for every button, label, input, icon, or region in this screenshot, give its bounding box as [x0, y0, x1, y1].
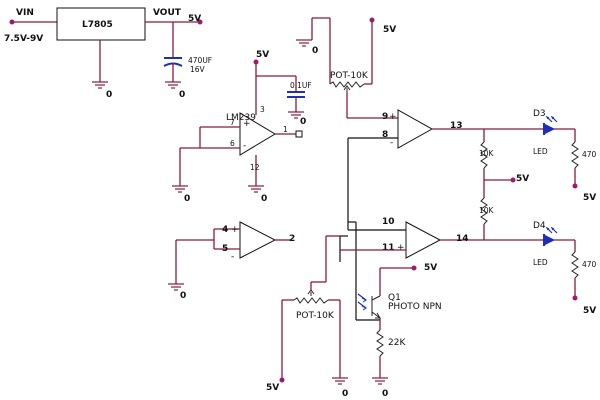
resistor-divider: 10K 5V 10K: [479, 129, 529, 240]
supply-5v-label: 5V: [516, 174, 529, 184]
pin-1: 1: [283, 125, 288, 134]
pin-11: 11: [382, 243, 395, 253]
pin-10: 10: [382, 217, 395, 227]
r10k-upper-label: 10K: [479, 149, 495, 158]
d4-label: D4: [533, 221, 546, 231]
r470-d3-label: 470: [582, 150, 597, 159]
pin-8: 8: [382, 130, 388, 140]
ground-label: 0: [180, 291, 186, 301]
vin-label: VIN: [16, 8, 34, 18]
pin-14: 14: [456, 234, 469, 244]
cap-01-label: 0.1UF: [290, 81, 312, 90]
supply-5v-label: 5V: [583, 306, 596, 316]
transistor-ref: Q1: [388, 293, 401, 303]
photo-transistor-q1: 5V Q1 PHOTO NPN 22K 0: [357, 263, 442, 399]
pin-12: 12: [250, 163, 260, 172]
comparator-lm239: 5V 0 0.1UF 3 LM239 + - 1 7 6 0 12: [172, 50, 312, 204]
transistor-name: PHOTO NPN: [388, 302, 442, 312]
ground-label: 0: [382, 389, 388, 399]
pin-2: 2: [289, 234, 295, 244]
input-range-label: 7.5V-9V: [4, 34, 43, 44]
pin-7: 7: [230, 118, 235, 127]
led-d4: D4 LED 470 5V: [484, 221, 597, 316]
pin-3: 3: [260, 105, 265, 114]
pin-4: 4: [222, 225, 228, 235]
r10k-lower-label: 10K: [479, 206, 495, 215]
ground-label: 0: [342, 389, 348, 399]
pot-bottom-label: POT-10K: [296, 311, 335, 321]
pot-10k-bottom: 5V 0 POT-10K: [266, 235, 348, 399]
d3-label: D3: [533, 109, 546, 119]
supply-5v-label: 5V: [383, 25, 396, 35]
supply-5v-label: 5V: [266, 383, 279, 393]
plus-sign: +: [397, 243, 405, 253]
minus-sign: -: [243, 141, 246, 151]
supply-5v-label: 5V: [583, 193, 596, 203]
comparator-4: 14 10 - 11 +: [339, 217, 484, 321]
pin-13: 13: [450, 121, 463, 131]
led-d3-label: LED: [533, 147, 548, 156]
capacitor-470uf: 0 470UF 16V: [163, 22, 212, 100]
r22k-label: 22K: [388, 338, 406, 348]
pin-9: 9: [382, 112, 388, 122]
regulator-label: L7805: [82, 20, 113, 30]
pot-10k-top: 0 5V POT-10K: [296, 17, 398, 119]
supply-5v-label: 5V: [424, 263, 437, 273]
lm239-label: LM239: [226, 113, 256, 123]
cap-470-value: 470UF: [188, 56, 212, 65]
ground-label: 0: [179, 90, 185, 100]
ground-label: 0: [106, 90, 112, 100]
voltage-regulator: L7805 VIN 7.5V-9V 0 VOUT 5V: [4, 7, 203, 100]
vout-label: VOUT: [153, 8, 182, 18]
r470-d4-label: 470: [582, 260, 597, 269]
pot-top-label: POT-10K: [330, 71, 369, 81]
plus-sign: +: [231, 225, 239, 235]
ground-label: 0: [312, 46, 318, 56]
supply-5v-label: 5V: [256, 50, 269, 60]
ground-label: 0: [261, 194, 267, 204]
cap-470-voltage: 16V: [190, 65, 206, 74]
minus-sign: -: [390, 138, 393, 148]
plus-sign: +: [389, 112, 397, 122]
pin-5: 5: [222, 244, 228, 254]
ground-label: 0: [300, 117, 306, 127]
comparator-3: 13 9 + 8 -: [347, 109, 484, 222]
led-d3: D3 LED 470 5V: [484, 109, 597, 203]
supply-5v-label: 5V: [188, 14, 201, 24]
pin-6: 6: [230, 139, 235, 148]
ground-label: 0: [184, 194, 190, 204]
comparator-2: 2 4 + 5 - 0: [168, 221, 295, 301]
plus-sign: +: [243, 119, 251, 129]
led-d4-label: LED: [533, 258, 548, 267]
minus-sign: -: [231, 252, 234, 262]
